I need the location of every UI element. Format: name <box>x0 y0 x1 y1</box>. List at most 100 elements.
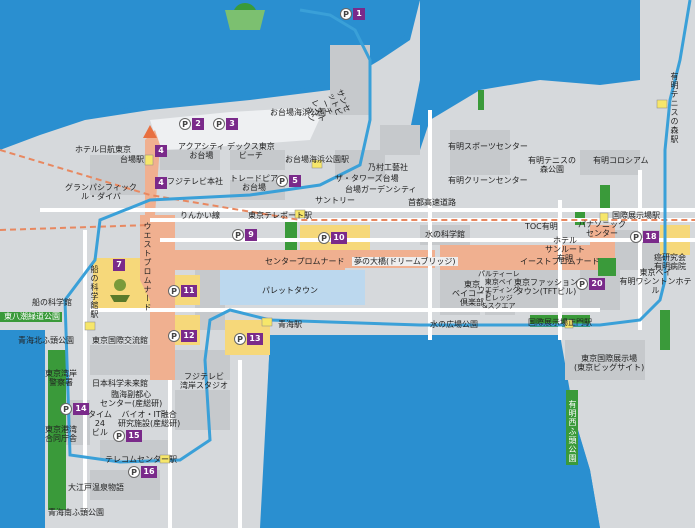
label-ariake-colosseum: 有明コロシアム <box>593 156 649 165</box>
label-gan-kenkyukai: 癌研究会 有明病院 <box>654 253 686 271</box>
label-kokusai-tenjijo-station: 国際展示場駅 <box>612 211 660 220</box>
landmass-ariake <box>430 85 695 210</box>
label-odaiba-kaihin-koen: お台場海浜公園 <box>270 108 326 117</box>
label-washington-hotel: 東京ベイ 有明ワシントンホテル <box>619 268 692 295</box>
label-oedo-onsen: 大江戸温泉物語 <box>68 483 124 492</box>
parking-number: 7 <box>113 259 125 271</box>
label-tenjijo-seimon-station: 国際展示場正門駅 <box>528 318 592 327</box>
parking-number: 2 <box>192 118 204 130</box>
label-funa-kagakukan-station: 船の科学館駅 <box>90 265 99 319</box>
parking-4a[interactable]: 4 <box>155 145 167 157</box>
water-northeast <box>410 0 640 150</box>
parking-number: 20 <box>589 278 605 290</box>
label-fuji-wangan-studio: フジテレビ 湾岸スタジオ <box>180 372 228 390</box>
parking-icon: P <box>576 278 588 290</box>
label-mizu-kagakukan: 水の科学館 <box>425 230 465 239</box>
parking-icon: P <box>213 118 225 130</box>
label-daiba-garden-city: 台場ガーデンシティ <box>345 185 417 194</box>
label-telecom-station: テレコムセンター駅 <box>105 455 177 464</box>
label-trade-pier: トレードピア お台場 <box>230 174 278 192</box>
label-shuto-expressway: 首都高速道路 <box>408 198 456 207</box>
parking-icon: P <box>234 333 246 345</box>
label-mizu-hiroba: 水の広場公園 <box>430 320 478 329</box>
parking-icon: P <box>128 466 140 478</box>
label-higashi-yashio: 東八潮緑道公園 <box>2 312 62 322</box>
label-fuji-tv: フジテレビ本社 <box>167 177 223 186</box>
parking-icon: P <box>168 330 180 342</box>
parking-icon: P <box>60 403 72 415</box>
parking-number: 1 <box>353 8 365 20</box>
parking-number: 14 <box>73 403 89 415</box>
label-ariake-nishi: 有明西ふ頭公園 <box>568 400 577 463</box>
label-kaihin-koen-station: お台場海浜公園駅 <box>285 155 349 164</box>
parking-number: 16 <box>141 466 157 478</box>
parking-icon: P <box>232 229 244 241</box>
parking-number: 4 <box>155 177 167 189</box>
label-the-towers: ザ・タワーズ台場 <box>335 174 399 183</box>
parking-number: 3 <box>226 118 238 130</box>
label-bio-it: バイオ・IT融合 研究施設(産総研) <box>118 410 181 428</box>
label-tft: 東京ファッション タウン(TFTビル) <box>514 278 578 296</box>
label-toc-ariake: TOC有明 <box>525 222 558 231</box>
label-grand-pacific: グランパシフィック ル・ダイバ <box>65 183 137 201</box>
parking-number: 4 <box>155 145 167 157</box>
parking-icon: P <box>318 232 330 244</box>
label-hotel-nikko: ホテル日航東京 <box>75 145 131 154</box>
funa-kagakukan-icon <box>100 270 140 305</box>
station-markers <box>84 99 668 464</box>
parking-number: 13 <box>247 333 263 345</box>
label-ariake-tennis-park: 有明テニスの 森公園 <box>528 156 576 174</box>
label-west-promenade: ウエストプロムナード <box>143 222 152 312</box>
rinkai-line <box>0 149 695 221</box>
parking-icon: P <box>113 430 125 442</box>
parking-icon: P <box>168 285 180 297</box>
parking-icon: P <box>276 175 288 187</box>
label-ariake-sports: 有明スポーツセンター <box>448 142 528 151</box>
yurikamome-line <box>63 0 692 464</box>
label-rinkai-fukutoshin: 臨海副都心 センター(産総研) <box>100 390 163 408</box>
label-hotel-sunroute: ホテル サンルート 有明 <box>545 236 585 263</box>
label-east-promenade: イーストプロムナード <box>520 257 600 266</box>
label-aomi-kita-futo: 青海北ふ頭公園 <box>18 336 74 345</box>
label-daiba-station: 台場駅 <box>120 155 144 164</box>
label-tokyo-bay-court: 東京 ベイコート 倶楽部 <box>452 280 492 307</box>
label-palette-town: パレットタウン <box>262 286 318 295</box>
parking-icon: P <box>630 231 642 243</box>
parking-7[interactable]: 7 <box>113 259 125 271</box>
north-arrow <box>143 125 157 138</box>
label-panasonic: パナソニック センター <box>578 220 626 238</box>
label-yume-ohashi: 夢の大橋(ドリームブリッジ) <box>352 257 458 266</box>
parking-4b[interactable]: 4 <box>155 177 167 189</box>
label-aomi-station: 青海駅 <box>278 320 302 329</box>
label-rinkai-line: りんかい線 <box>180 211 220 220</box>
label-decks: デックス東京 ビーチ <box>227 142 275 160</box>
label-time24: タイム 24 ビル <box>88 410 112 437</box>
label-center-promenade: センタープロムナード <box>265 257 345 266</box>
label-ariake-tennis-forest-station: 有明テニスの森駅 <box>670 72 679 144</box>
label-aqua-city: アクアシティ お台場 <box>178 142 225 160</box>
palette-town-block <box>220 270 365 305</box>
parking-number: 5 <box>289 175 301 187</box>
parking-number: 12 <box>181 330 197 342</box>
parking-number: 11 <box>181 285 197 297</box>
label-noritake: 乃村工藝社 <box>368 163 408 172</box>
parking-number: 18 <box>643 231 659 243</box>
label-big-sight: 東京国際展示場 (東京ビッグサイト) <box>574 354 645 372</box>
